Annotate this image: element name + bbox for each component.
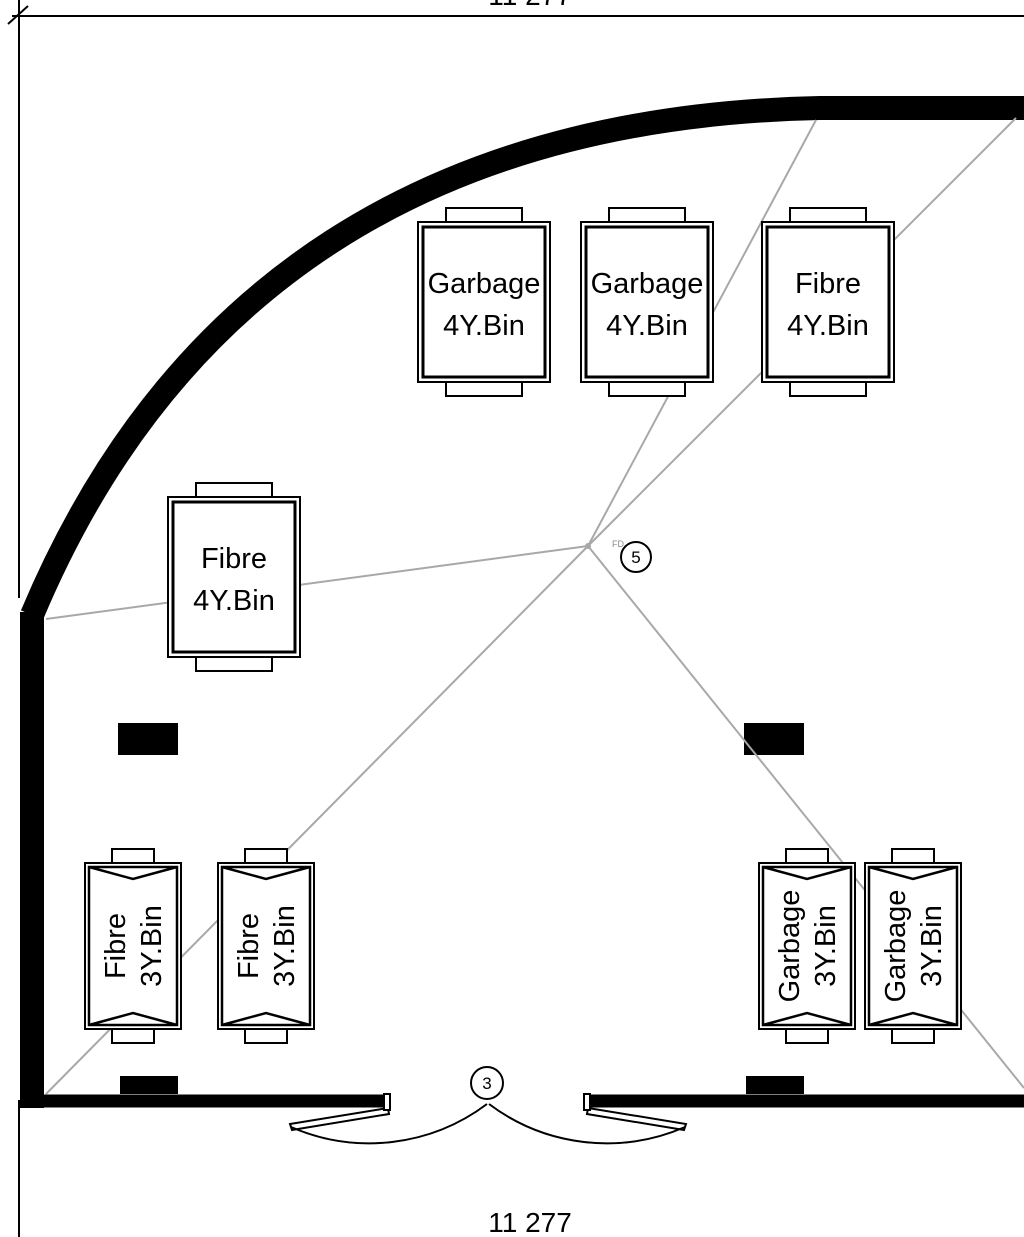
curved-wall [20,96,1024,620]
bin: Garbage 4Y.Bin [417,207,551,397]
bin-handle [785,848,829,864]
bin-handle [785,1028,829,1044]
dimension-tick [7,5,29,25]
bin-size-label: 3Y.Bin [916,905,948,987]
bin-handle [789,207,867,223]
bin-outline [761,221,895,383]
bin-type-label: Fibre [100,913,132,979]
bin-outline [217,862,315,1030]
door-right [488,1093,688,1145]
bin-lid-lines [867,865,959,1027]
bin-size-label: 4Y.Bin [787,310,869,342]
bin-handle [244,848,288,864]
bin: Fibre 4Y.Bin [761,207,895,397]
door-jamb-left [383,1093,391,1111]
bin-type-label: Garbage [880,890,912,1003]
bin-type-label: Fibre [201,543,267,575]
door-left [288,1093,488,1145]
dimension-label-bottom: 11 277 [488,1207,572,1237]
bin-size-label: 3Y.Bin [810,905,842,987]
bin-inner-outline [584,225,710,379]
door-leaf-left [288,1106,391,1132]
bin-type-label: Garbage [428,268,541,300]
bin-size-label: 4Y.Bin [606,310,688,342]
bin-handle [195,656,273,672]
sprinkler-tag: FD [612,539,624,549]
bin-inner-outline [765,225,891,379]
bin-outline [580,221,714,383]
bin-type-label: Garbage [591,268,704,300]
door-tag-number: 3 [482,1074,491,1093]
bin: Garbage 4Y.Bin [580,207,714,397]
bin-handle [195,482,273,498]
bin-type-label: Fibre [795,268,861,300]
sprinkler-head-icon [585,543,591,549]
bin-type-label: Garbage [774,890,806,1003]
bin-lid-lines [761,865,853,1027]
bin-handle [445,381,523,397]
bin-size-label: 4Y.Bin [443,310,525,342]
bin-handle [111,848,155,864]
column [744,723,804,755]
bins-layer: Garbage4Y.BinGarbage4Y.BinFibre4Y.BinFib… [84,207,962,1044]
bin-handle [891,1028,935,1044]
bin-outline [758,862,856,1030]
bin-handle [244,1028,288,1044]
door-tag-circle [470,1066,504,1100]
room-tag-number: 5 [631,548,640,567]
bin-handle [445,207,523,223]
bin-outline [167,496,301,658]
bin-handle [891,848,935,864]
door-swing-left [290,1103,488,1145]
bin-inner-outline [171,500,297,654]
bin-outline [864,862,962,1030]
bin: Fibre 4Y.Bin [167,482,301,672]
door-swing-right [488,1103,686,1145]
bin-lid-lines [220,865,312,1027]
bin-lid-lines [87,865,179,1027]
room-tag-circle [620,541,652,573]
column [120,1076,178,1094]
bin-size-label: 3Y.Bin [269,905,301,987]
door-leaf-right [585,1106,688,1132]
bin-size-label: 3Y.Bin [136,905,168,987]
bin-inner-outline [421,225,547,379]
bin-handle [111,1028,155,1044]
door-jamb-right [583,1093,591,1111]
bin-outline [417,221,551,383]
bin-handle [789,381,867,397]
dimension-label-top: 11 277 [488,0,572,11]
column [118,723,178,755]
bin-handle [608,207,686,223]
column [746,1076,804,1094]
bin-handle [608,381,686,397]
bin-size-label: 4Y.Bin [193,585,275,617]
bin-outline [84,862,182,1030]
bin-type-label: Fibre [233,913,265,979]
